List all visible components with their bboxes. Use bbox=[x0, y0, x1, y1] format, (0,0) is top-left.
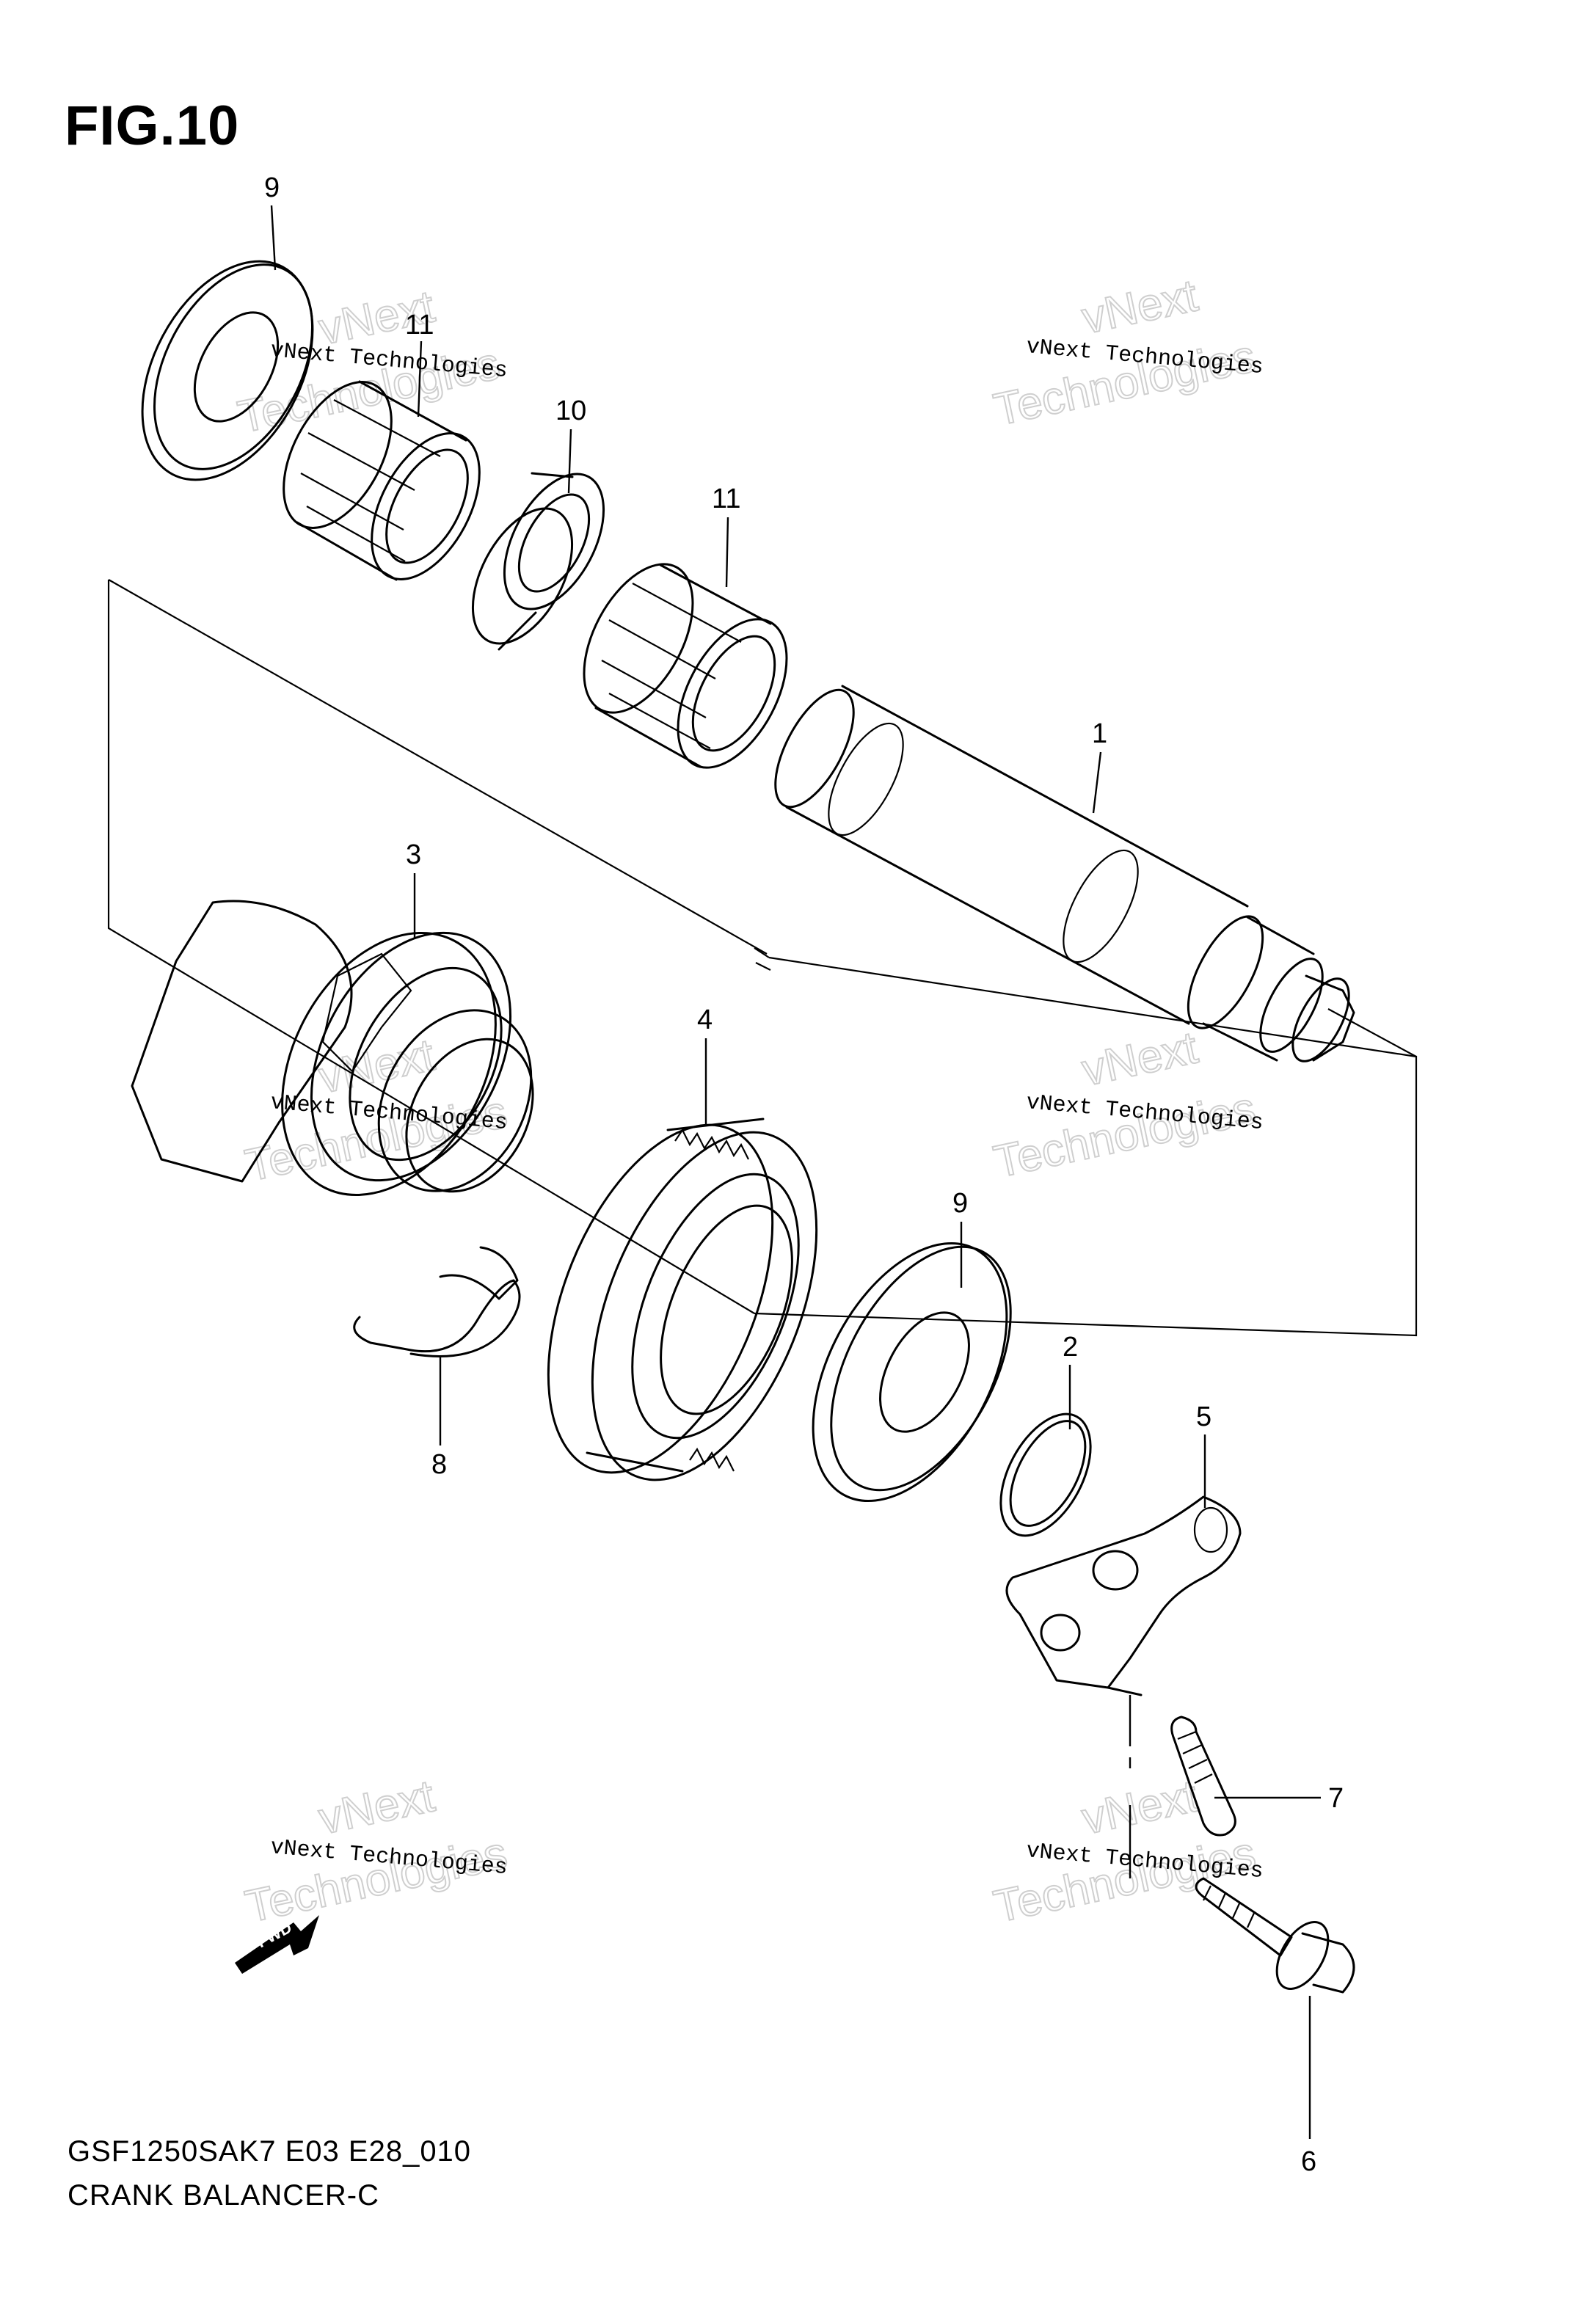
model-code: GSF1250SAK7 E03 E28_010 bbox=[68, 2135, 472, 2168]
flange-bolt-part-6 bbox=[1195, 1877, 1355, 1994]
watermark-big-text: vNext bbox=[1078, 270, 1202, 343]
callout-11-left: 11 bbox=[405, 310, 434, 340]
callout-3: 3 bbox=[406, 839, 421, 870]
leader-lines bbox=[270, 205, 1321, 2139]
callout-6: 6 bbox=[1301, 2146, 1316, 2177]
clamp-lever-part-5 bbox=[1005, 1495, 1242, 1696]
needle-bearing-part-11-right bbox=[583, 563, 788, 769]
washer-part-9-top bbox=[141, 260, 314, 481]
watermark-top-right: Technologies vNext vNext Technologies bbox=[989, 269, 1264, 436]
callout-9-bottom: 9 bbox=[952, 1188, 968, 1219]
callout-10: 10 bbox=[555, 395, 586, 426]
callout-8: 8 bbox=[431, 1449, 447, 1480]
needle-bearing-part-11-left bbox=[283, 380, 481, 581]
watermark-big-text: vNext bbox=[315, 1771, 439, 1844]
callout-2: 2 bbox=[1063, 1332, 1078, 1363]
figure-title: FIG.10 bbox=[65, 95, 240, 157]
callout-5: 5 bbox=[1196, 1401, 1211, 1432]
callout-7: 7 bbox=[1328, 1783, 1344, 1814]
forward-direction-arrow: FWD bbox=[235, 1915, 319, 1974]
driven-gear-part-4 bbox=[547, 1118, 818, 1481]
spacer-ring-part-10 bbox=[471, 472, 605, 651]
balancer-hub-part-3 bbox=[131, 900, 534, 1197]
watermark-mid-right: Technologies vNext vNext Technologies bbox=[989, 1021, 1264, 1188]
assembly-bracket bbox=[107, 579, 1418, 1337]
bolt-part-7 bbox=[1170, 1716, 1236, 1837]
watermark-bottom-right: Technologies vNext vNext Technologies bbox=[989, 1770, 1264, 1933]
watermark-big-text: vNext bbox=[1078, 1022, 1202, 1095]
callout-labels: 9 11 10 11 1 3 4 9 2 5 8 7 6 bbox=[264, 172, 1344, 2177]
callout-9-top: 9 bbox=[264, 172, 280, 203]
callout-4: 4 bbox=[697, 1005, 713, 1035]
key-part-8 bbox=[353, 1246, 521, 1357]
figure-caption: CRANK BALANCER-C bbox=[68, 2179, 379, 2212]
callout-1: 1 bbox=[1092, 718, 1107, 749]
shaft-part-1 bbox=[774, 685, 1355, 1062]
o-ring-part-2 bbox=[999, 1412, 1092, 1537]
watermark-bottom-left: Technologies vNext vNext Technologies bbox=[241, 1770, 512, 1933]
washer-part-9-bottom bbox=[812, 1242, 1012, 1503]
watermark-big-text: vNext bbox=[1078, 1771, 1202, 1844]
callout-11-right: 11 bbox=[712, 484, 740, 514]
watermark-big-text: vNext bbox=[315, 1029, 439, 1103]
